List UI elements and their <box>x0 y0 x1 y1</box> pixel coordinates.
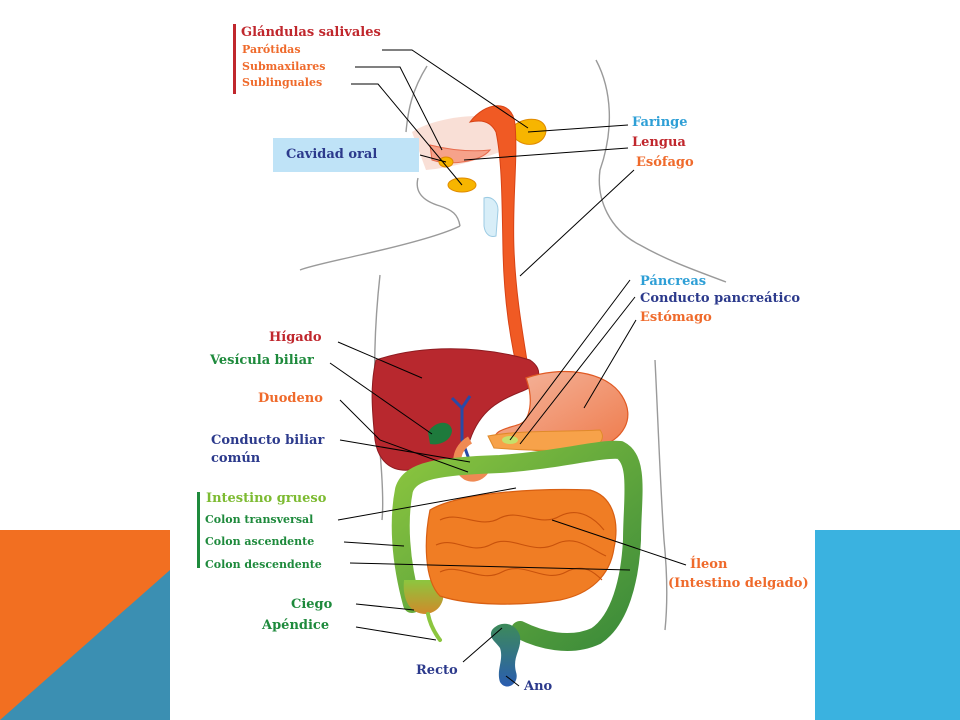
label-duodeno: Duodeno <box>258 391 323 406</box>
label-lengua: Lengua <box>632 135 686 150</box>
rectum-shape <box>490 623 521 687</box>
label-colon-descendente: Colon descendente <box>205 558 322 571</box>
small-intestine-shape <box>425 488 617 605</box>
label-conducto-pancreatico: Conducto pancreático <box>640 291 801 306</box>
pancreas-shape <box>487 429 603 451</box>
label-submaxilares: Submaxilares <box>242 60 326 73</box>
cecum-shape <box>403 580 444 614</box>
salivary-bracket <box>233 24 236 94</box>
teal-corner-panel <box>0 570 170 720</box>
label-sublinguales: Sublinguales <box>242 76 323 89</box>
label-conducto-biliar: Conducto biliar <box>211 433 325 448</box>
label-ciego: Ciego <box>291 597 333 612</box>
blue-corner-panel <box>815 530 960 720</box>
label-colon-ascendente: Colon ascendente <box>205 535 315 548</box>
label-ileon: Íleon <box>690 557 728 572</box>
appendix-shape <box>426 612 442 642</box>
label-glandulas-salivales: Glándulas salivales <box>241 25 381 40</box>
label-higado: Hígado <box>269 330 322 345</box>
label-faringe: Faringe <box>632 115 688 130</box>
label-estomago: Estómago <box>640 310 712 325</box>
label-colon-transversal: Colon transversal <box>205 513 314 526</box>
label-vesicula-biliar: Vesícula biliar <box>210 353 314 368</box>
liver-shape <box>371 348 540 471</box>
label-cavidad-oral: Cavidad oral <box>286 147 378 162</box>
label-parotidas: Parótidas <box>242 43 301 56</box>
trachea-shape <box>483 197 499 237</box>
label-ano: Ano <box>524 679 553 694</box>
large-intestine-shape <box>391 440 643 651</box>
leader-lines <box>329 49 687 687</box>
label-apendice: Apéndice <box>262 618 330 633</box>
label-intestino-delgado: (Intestino delgado) <box>668 576 809 591</box>
bile-duct-shape <box>450 395 472 463</box>
label-intestino-grueso: Intestino grueso <box>206 491 327 506</box>
large-intestine-bracket <box>197 492 200 568</box>
gallbladder-shape <box>428 422 452 445</box>
label-pancreas: Páncreas <box>640 274 707 289</box>
oral-cavity-box <box>273 138 419 172</box>
label-conducto-biliar-comun: común <box>211 451 261 466</box>
label-recto: Recto <box>416 663 458 678</box>
label-esofago: Esófago <box>636 155 694 170</box>
